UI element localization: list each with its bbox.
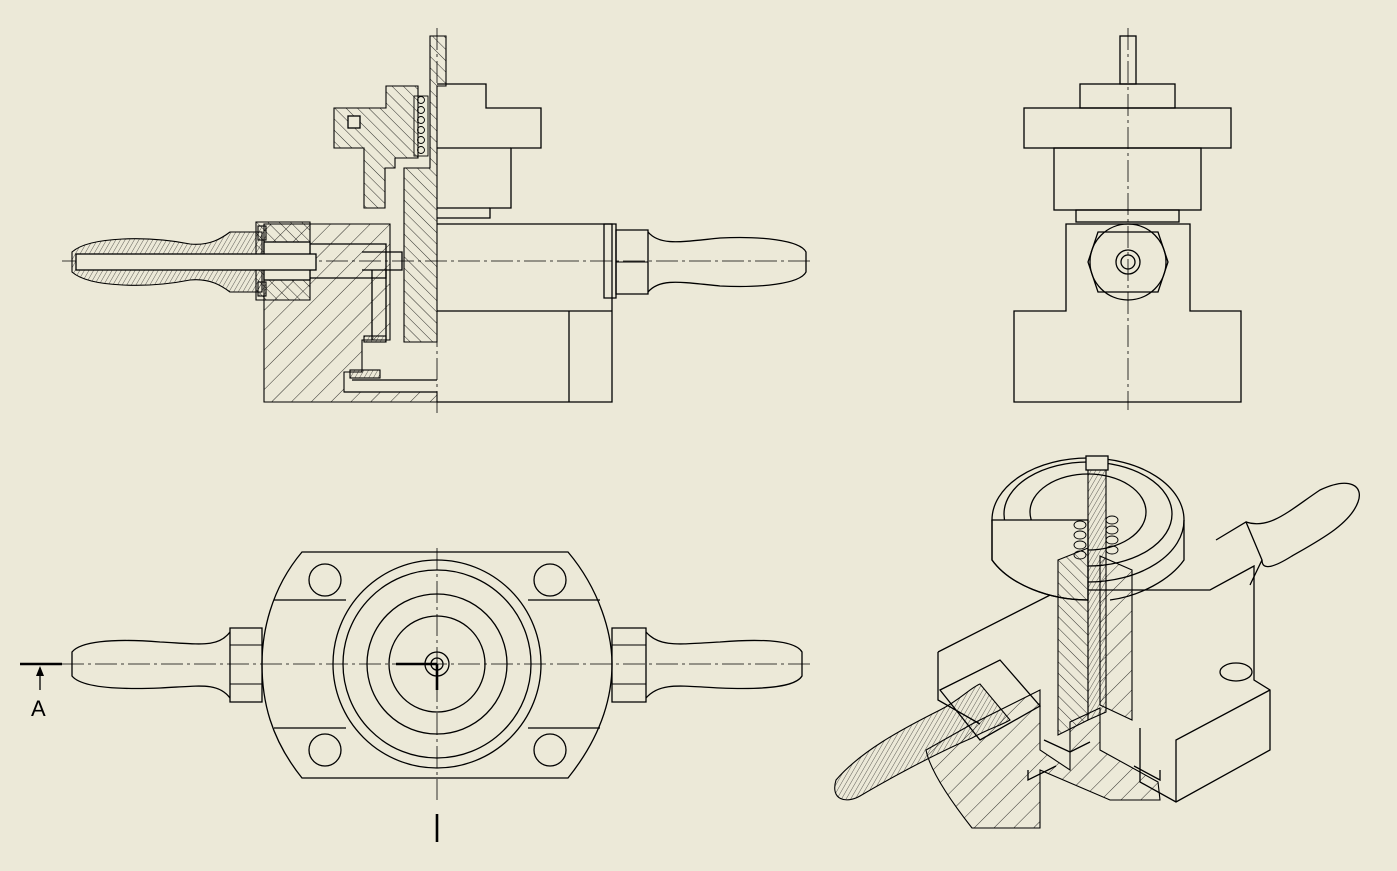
isometric-section-view <box>834 455 1360 829</box>
top-view: A <box>20 548 812 842</box>
side-view <box>1013 28 1242 410</box>
front-section-view <box>62 28 812 415</box>
section-label: A <box>31 696 46 721</box>
spring <box>413 95 429 157</box>
iso-spring <box>1073 515 1119 560</box>
